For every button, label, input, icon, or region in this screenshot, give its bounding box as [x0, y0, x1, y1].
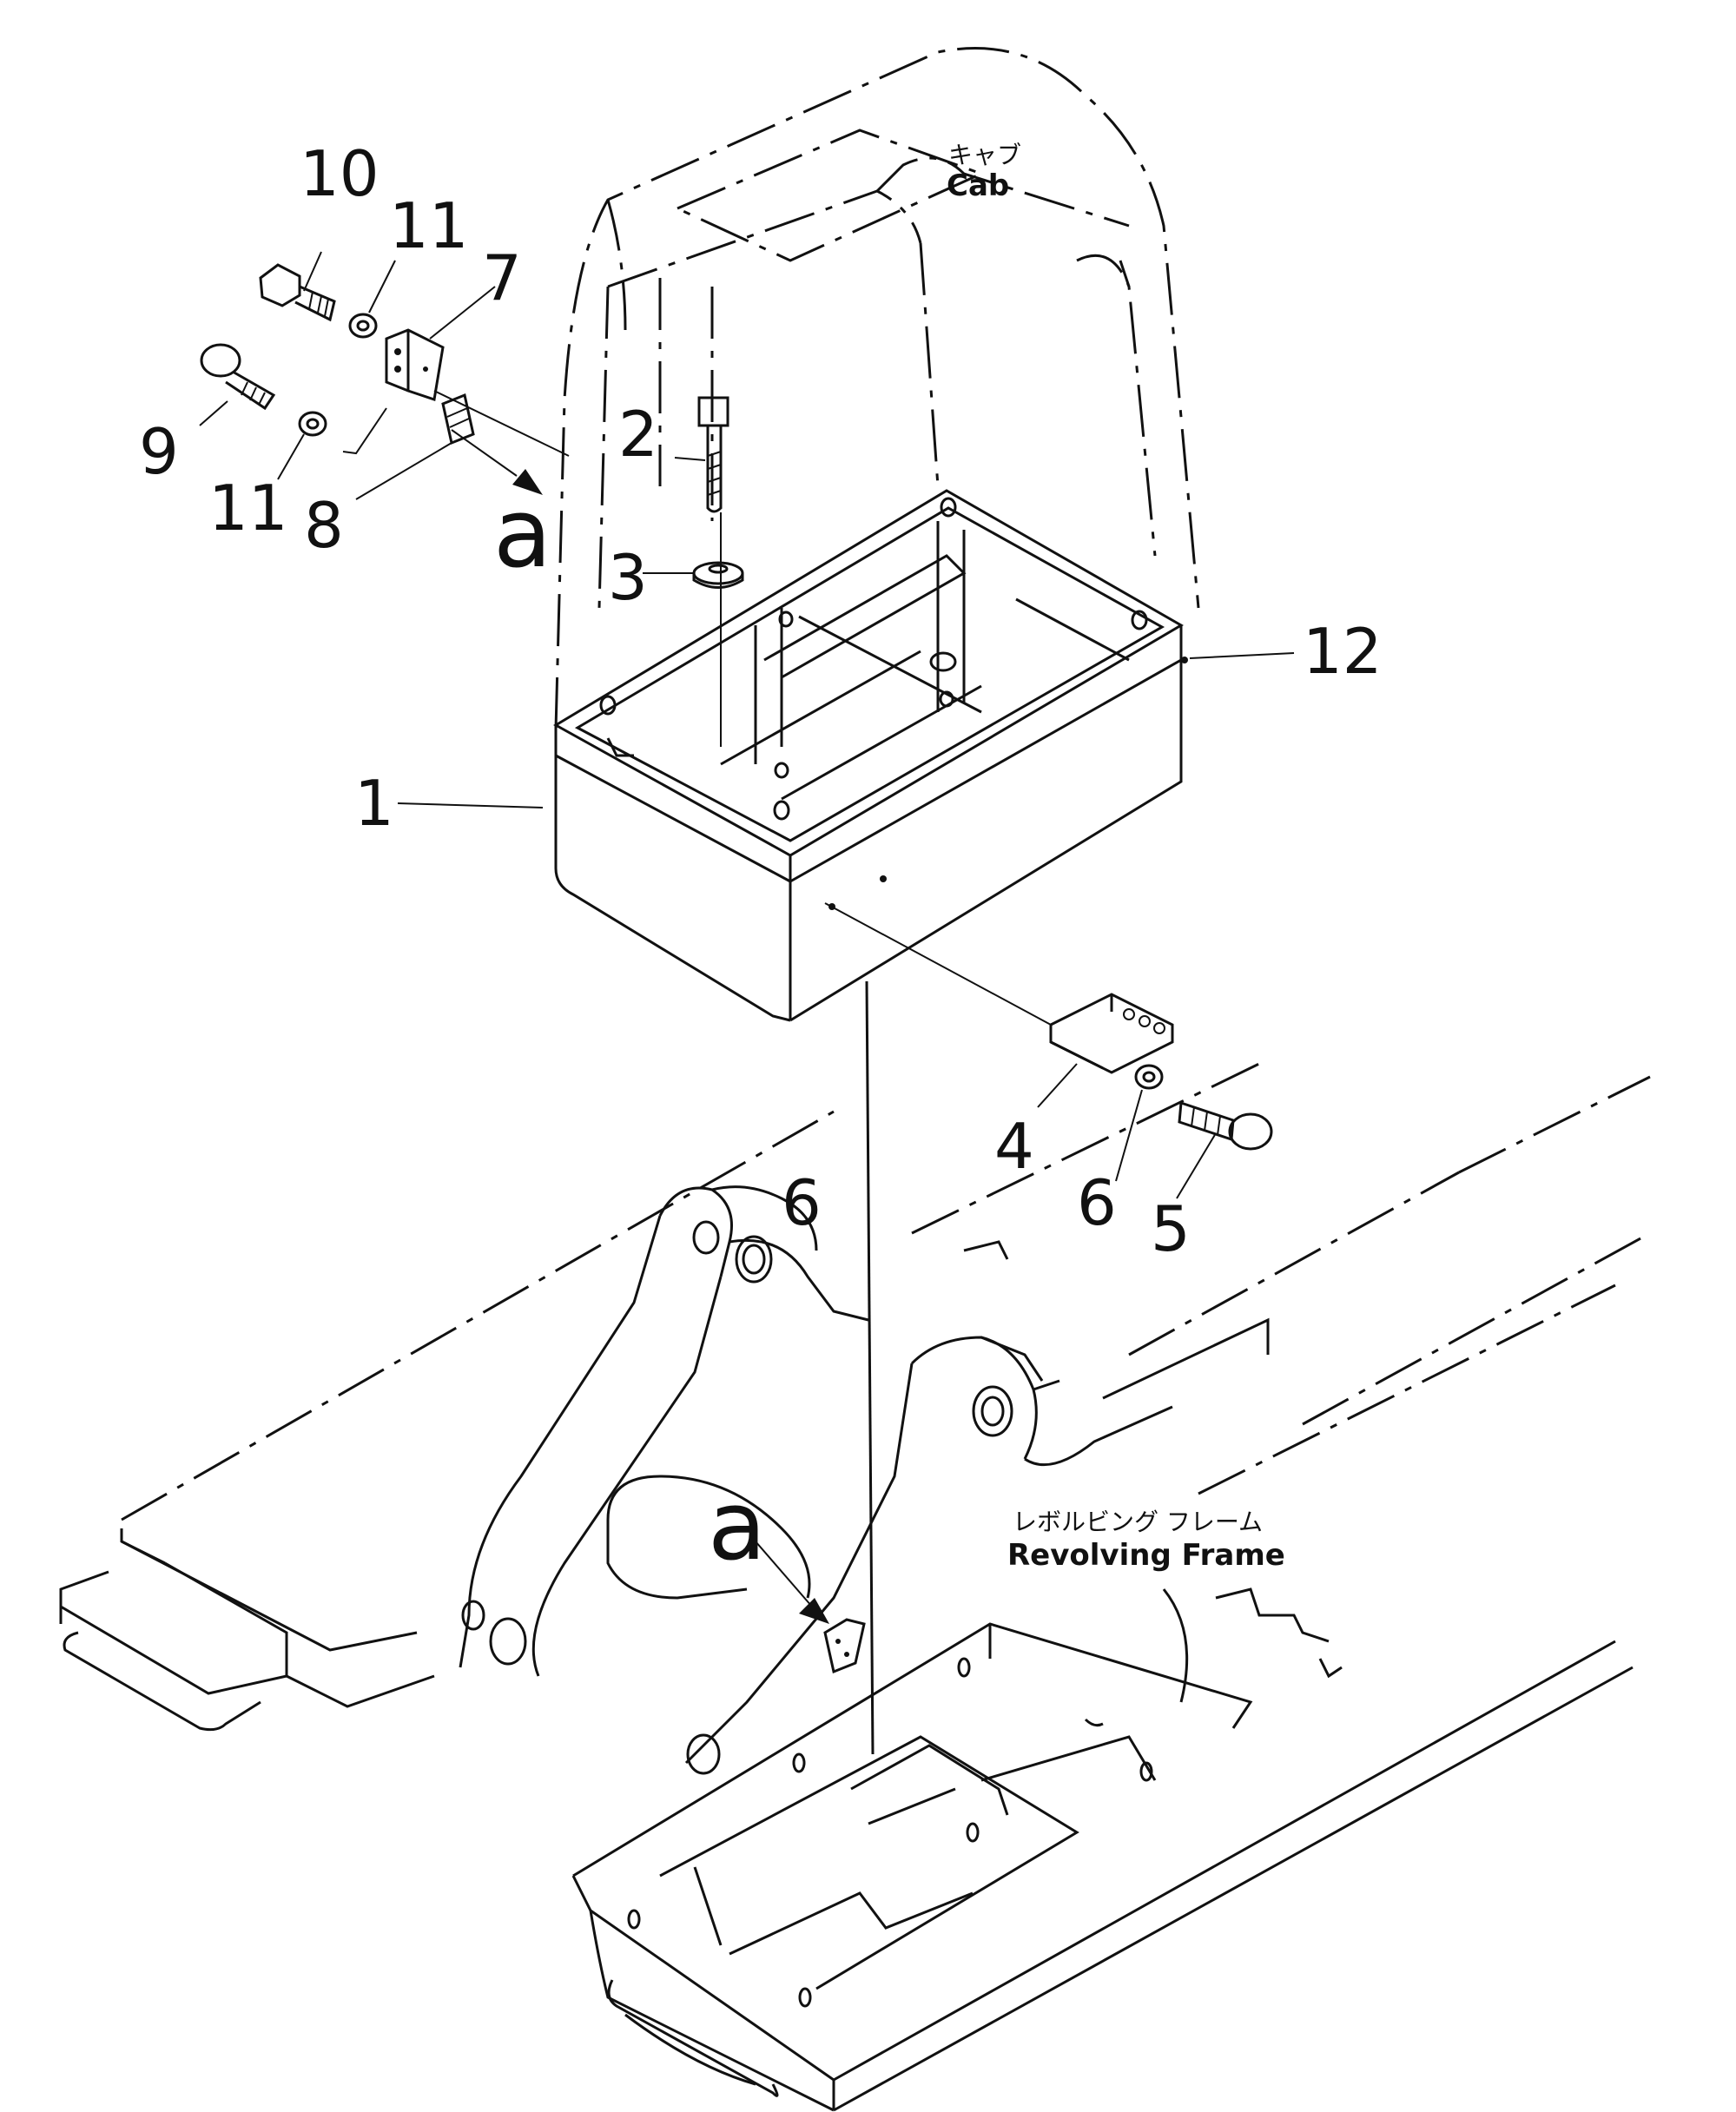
view-a-label-top: a: [493, 478, 551, 589]
part-3-washer: [692, 561, 744, 589]
callout-7: 7: [482, 241, 522, 314]
callout-11-upper: 11: [389, 189, 469, 262]
part-10-bolt: [259, 263, 336, 322]
view-a-arrowhead-top: [512, 469, 543, 495]
callout-8: 8: [304, 489, 344, 562]
view-a-label-bottom: a: [708, 1470, 766, 1581]
cab-label-en: Cab: [947, 168, 1009, 203]
mount-axis: [865, 980, 875, 1755]
view-a-arrow-line-top: [451, 429, 518, 477]
part-11-leader-link: [342, 407, 387, 455]
callout-numbers: 1 2 3 4 5 6 6 7 8 9 10 11 11 12: [139, 137, 1383, 1265]
part-2-bolt: [697, 396, 729, 513]
view-a-arrow-line-bottom: [755, 1541, 813, 1607]
part-7-bracket: [385, 328, 445, 401]
part-11-washer-upper: [348, 313, 378, 339]
callout-6-upper: 6: [1077, 1166, 1117, 1239]
callout-2: 2: [618, 398, 658, 471]
frame-label-en: Revolving Frame: [1007, 1538, 1285, 1573]
callout-6-lower: 6: [782, 1166, 822, 1239]
cab-label-jp: キャブ: [948, 141, 1021, 169]
callout-1: 1: [354, 767, 394, 840]
part-8-clip: [441, 393, 475, 446]
part-4-axis: [824, 902, 1052, 1026]
leader-lines: [199, 251, 1295, 1199]
part-11-washer-lower: [298, 411, 327, 437]
cab-base-frame: [553, 489, 1188, 1022]
part-4-bracket: [1049, 993, 1174, 1074]
frame-label-jp: レボルビング フレーム: [1013, 1508, 1263, 1536]
part-7-axis: [433, 390, 570, 457]
part-9-bolt: [200, 343, 276, 411]
cab-outline: [554, 47, 1200, 730]
callout-12: 12: [1303, 615, 1383, 688]
part-5-bolt: [1178, 1100, 1273, 1151]
callout-5: 5: [1151, 1192, 1191, 1265]
callout-4: 4: [994, 1110, 1034, 1183]
view-a-arrowhead-bottom: [799, 1598, 829, 1624]
callout-9: 9: [139, 415, 179, 488]
part-6-washer: [1134, 1064, 1164, 1090]
revolving-frame: [59, 1058, 1651, 2112]
callout-11-lower: 11: [208, 472, 288, 544]
callout-3: 3: [608, 541, 648, 614]
callout-10: 10: [300, 137, 380, 210]
